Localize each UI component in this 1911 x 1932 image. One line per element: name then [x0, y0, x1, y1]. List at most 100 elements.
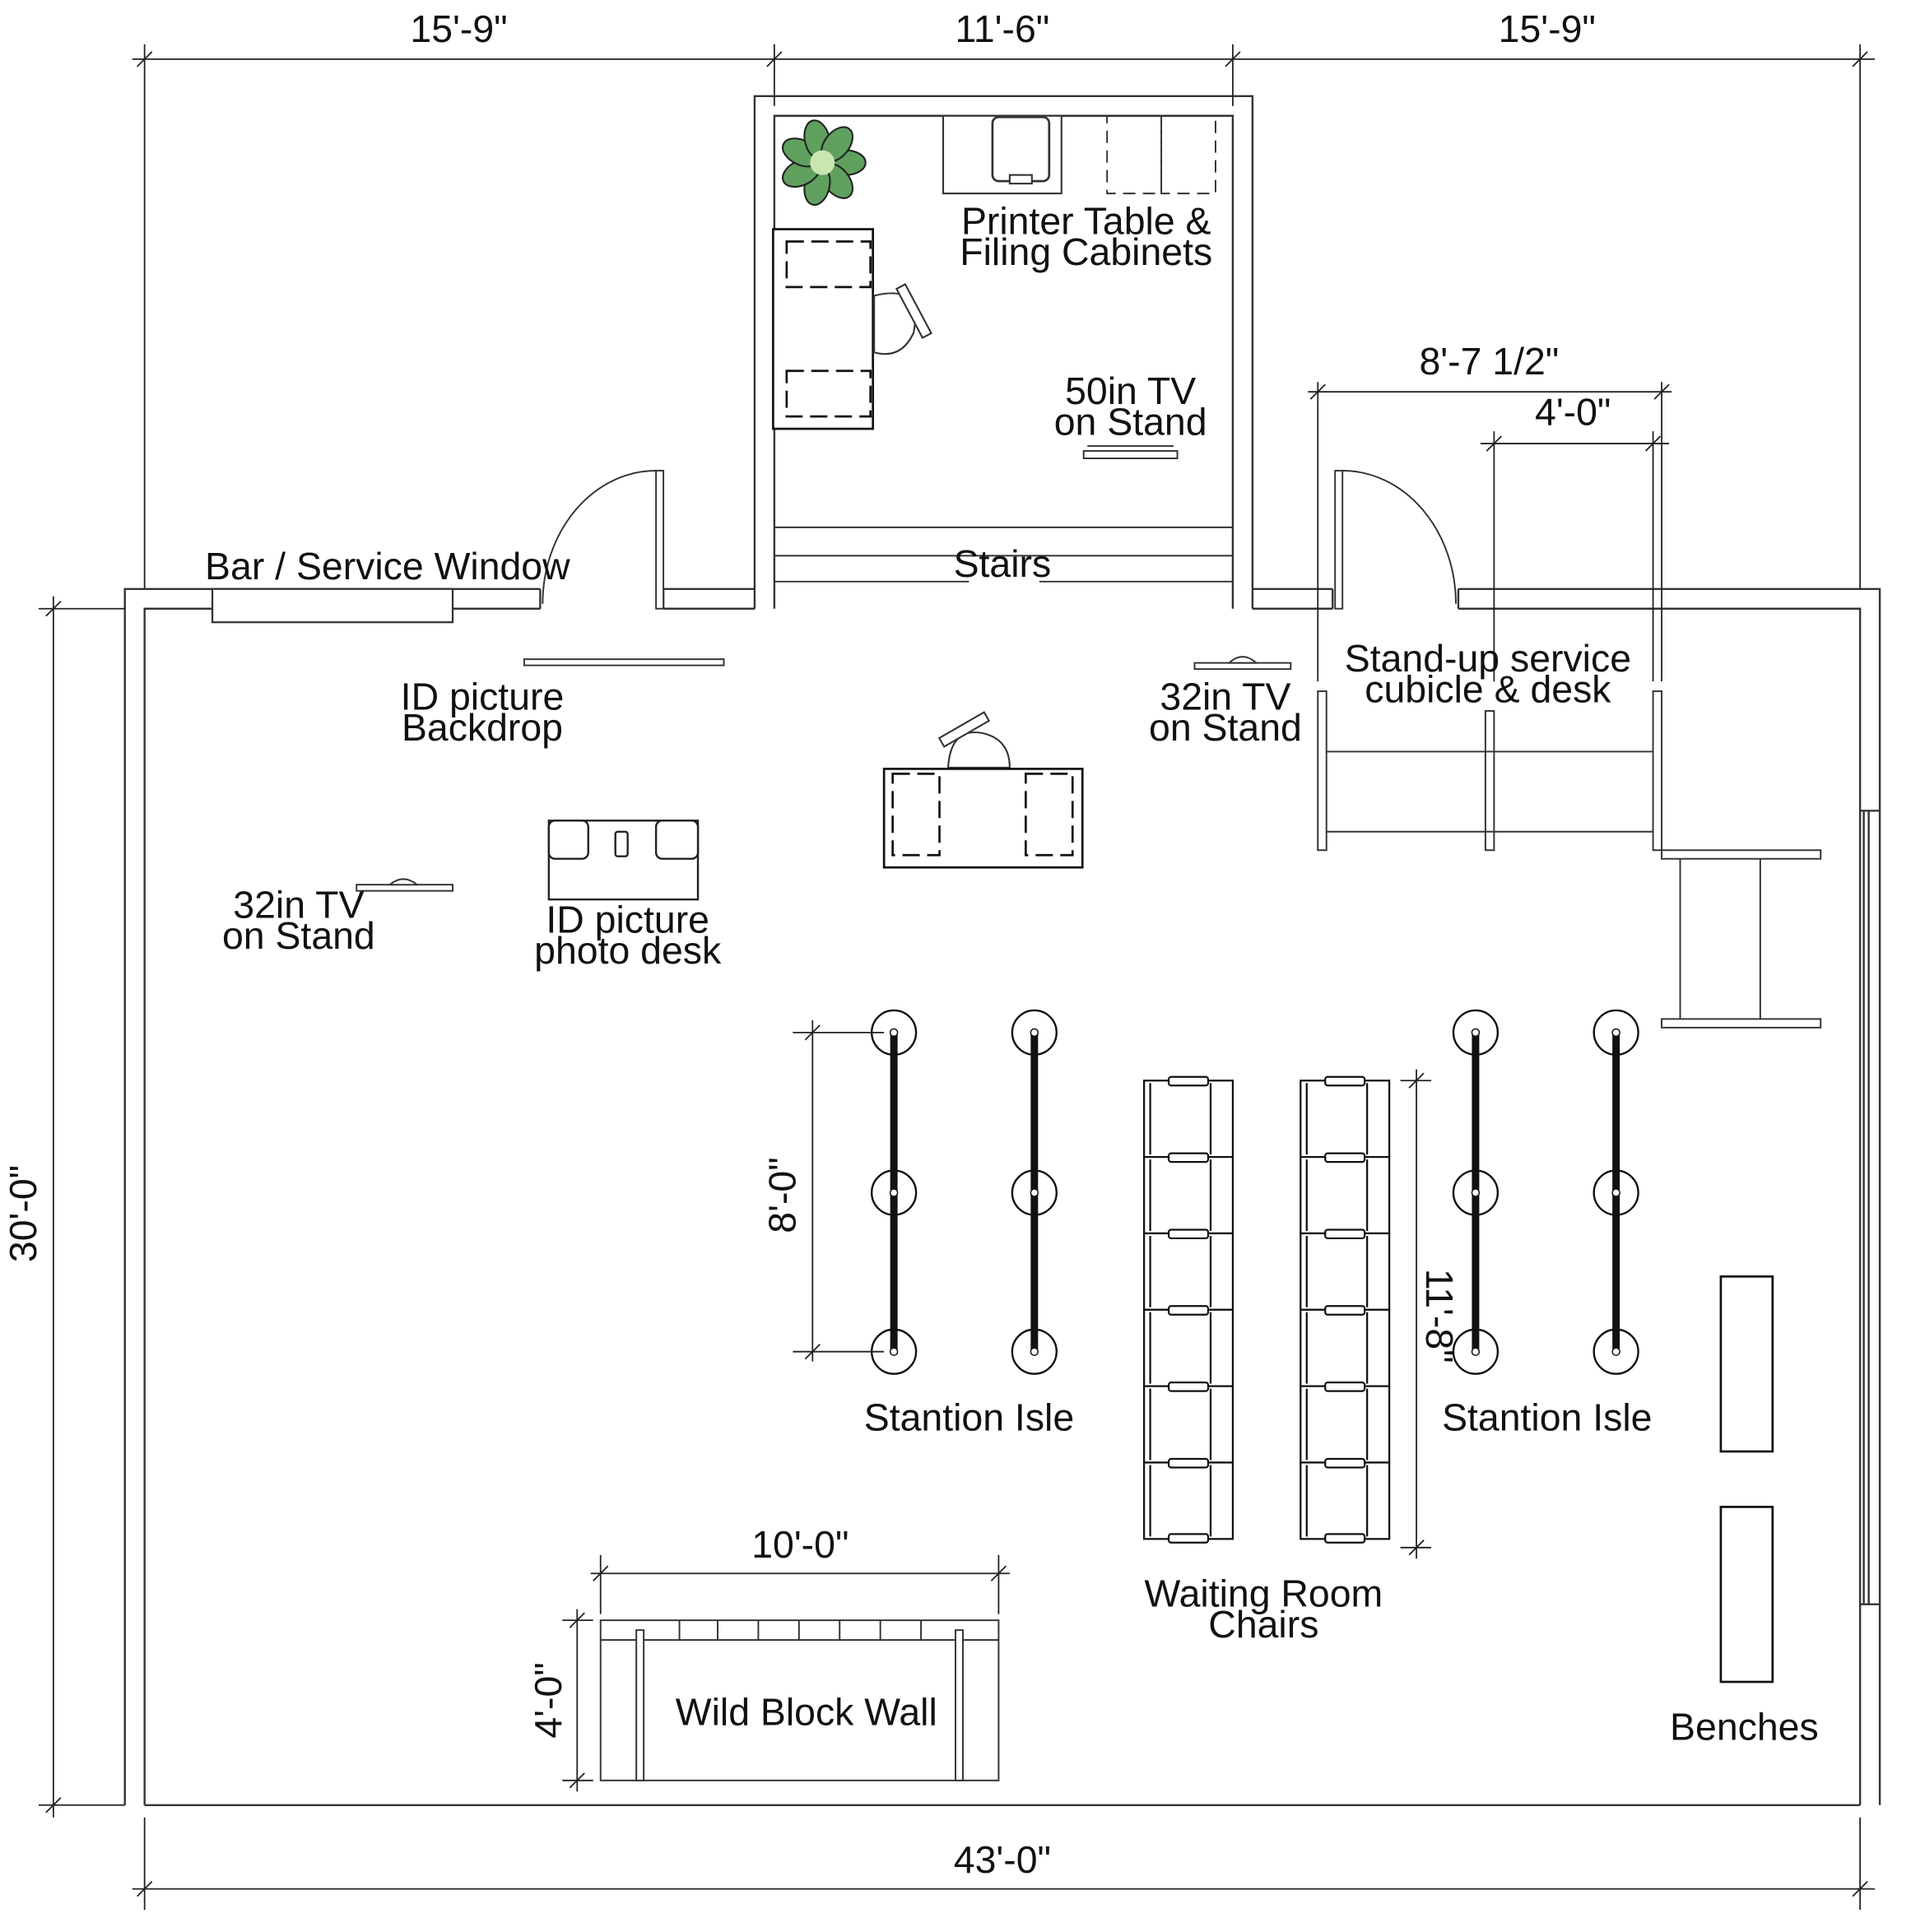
label-stanchion-right: Stantion Isle [1442, 1396, 1652, 1439]
dim-left-height: 30'-0" [2, 1165, 44, 1262]
service-cubicle [1317, 690, 1822, 1029]
waiting-chair [1142, 1228, 1234, 1311]
label-printer-1: Printer Table & [961, 200, 1211, 243]
label-tv32-left-1: 32in TV [233, 884, 364, 927]
stanchion-post [1592, 1328, 1639, 1375]
label-photo-desk-1: ID picture [546, 899, 709, 941]
benches [1719, 1275, 1774, 1684]
waiting-chair [1142, 1152, 1234, 1235]
chair-armrest [1324, 1305, 1366, 1316]
wild-block-wall [599, 1619, 1000, 1781]
chair-frame [1142, 1308, 1234, 1387]
chair-frame [1142, 1155, 1234, 1235]
stanchion-post-center [1030, 1028, 1039, 1038]
filing-cabinets [1106, 114, 1216, 195]
stanchion-post [1011, 1169, 1058, 1216]
walls [123, 95, 1881, 1806]
stairs [774, 526, 1233, 583]
chair-frame [1300, 1308, 1391, 1387]
label-tv32-right-1: 32in TV [1160, 676, 1290, 718]
plant-icon [782, 119, 867, 207]
chair-armrest [1324, 1228, 1366, 1240]
dim-top-right: 15'-9" [1499, 7, 1596, 50]
label-block-wall: Wild Block Wall [676, 1690, 937, 1733]
waiting-chair [1300, 1228, 1391, 1311]
waiting-chair [1300, 1075, 1391, 1159]
stanchion-post [1452, 1328, 1500, 1375]
tv-32in-right [1193, 656, 1292, 671]
stanchion-post-center [889, 1028, 899, 1038]
label-backdrop-2: Backdrop [402, 706, 563, 749]
stanchion-post-center [1611, 1347, 1620, 1356]
service-window [211, 587, 454, 624]
stanchion-post [1592, 1009, 1639, 1057]
label-waiting-1: Waiting Room [1145, 1572, 1383, 1615]
room-labels: Bar / Service Window Printer Table & Fil… [205, 200, 1819, 1749]
stanchion-post-center [889, 1347, 899, 1356]
label-printer-2: Filing Cabinets [960, 230, 1212, 273]
waiting-chair [1300, 1457, 1391, 1540]
office-desk [772, 228, 875, 430]
dim-cubicle-unit: 4'-0" [1535, 391, 1611, 434]
chair-armrest [1324, 1457, 1366, 1469]
chair-armrest [1167, 1305, 1210, 1316]
chair-armrest [1167, 1152, 1210, 1163]
label-tv50-2: on Stand [1054, 401, 1207, 444]
chair-armrest [1167, 1533, 1210, 1544]
chair-armrest [1167, 1457, 1210, 1469]
stanchion-post [1592, 1169, 1639, 1216]
label-benches: Benches [1670, 1705, 1819, 1748]
stanchion-post [870, 1169, 918, 1216]
dimension-lines [38, 44, 1876, 1911]
dim-block-wall-width: 10'-0" [751, 1523, 849, 1566]
label-cubicle-2: cubicle & desk [1365, 668, 1611, 711]
chair-armrest [1324, 1075, 1366, 1087]
label-stanchion-left: Stantion Isle [864, 1396, 1074, 1439]
label-tv50-1: 50in TV [1065, 369, 1196, 412]
stanchion-post-center [1471, 1188, 1481, 1197]
chair-armrest [1324, 1382, 1366, 1392]
dim-top-left: 15'-9" [410, 7, 507, 50]
dimension-labels: 15'-9" 11'-6" 15'-9" 30'-0" 43'-0" 8'-7 … [2, 7, 1611, 1881]
stanchion-post-center [1471, 1347, 1481, 1356]
label-photo-desk-2: photo desk [534, 929, 722, 972]
label-bar-window: Bar / Service Window [205, 545, 570, 587]
stanchion-isles [870, 1009, 1639, 1375]
plant-center [810, 150, 835, 175]
stanchion-post-center [889, 1188, 899, 1197]
stanchion-post [1011, 1328, 1058, 1375]
stanchion-post [1452, 1009, 1500, 1057]
chair-frame [1142, 1232, 1234, 1311]
printer-table [942, 114, 1062, 195]
dim-chairs: 11'-8" [1418, 1269, 1461, 1363]
tv-32in-left [356, 878, 454, 892]
dim-block-wall-depth: 4'-0" [527, 1662, 570, 1738]
id-photo-desk [547, 820, 700, 901]
waiting-room-chairs [1142, 1075, 1391, 1544]
dim-bottom-width: 43'-0" [954, 1838, 1051, 1881]
label-cubicle-1: Stand-up service [1345, 637, 1631, 680]
label-tv32-left-2: on Stand [222, 914, 375, 957]
chair-frame [1300, 1155, 1391, 1235]
id-picture-backdrop [523, 658, 725, 666]
chair-armrest [1167, 1075, 1210, 1087]
tv-50in [1082, 445, 1179, 460]
stanchion-post-center [1471, 1028, 1481, 1038]
stanchion-post-center [1611, 1188, 1620, 1197]
dim-stanchion: 8'-0" [760, 1157, 803, 1233]
waiting-chair [1142, 1305, 1234, 1387]
waiting-chair [1300, 1305, 1391, 1387]
office-chair [873, 283, 932, 355]
stanchion-post-center [1030, 1347, 1039, 1356]
chair-frame [1142, 1080, 1234, 1159]
chair-frame [1142, 1385, 1234, 1464]
label-stairs: Stairs [954, 542, 1052, 585]
chair-frame [1300, 1080, 1391, 1159]
stanchion-post [1011, 1009, 1058, 1057]
chair-armrest [1324, 1533, 1366, 1544]
label-tv32-right-2: on Stand [1149, 706, 1302, 749]
label-backdrop-1: ID picture [401, 676, 565, 718]
chair-frame [1142, 1461, 1234, 1540]
stanchion-post-center [1611, 1028, 1620, 1038]
